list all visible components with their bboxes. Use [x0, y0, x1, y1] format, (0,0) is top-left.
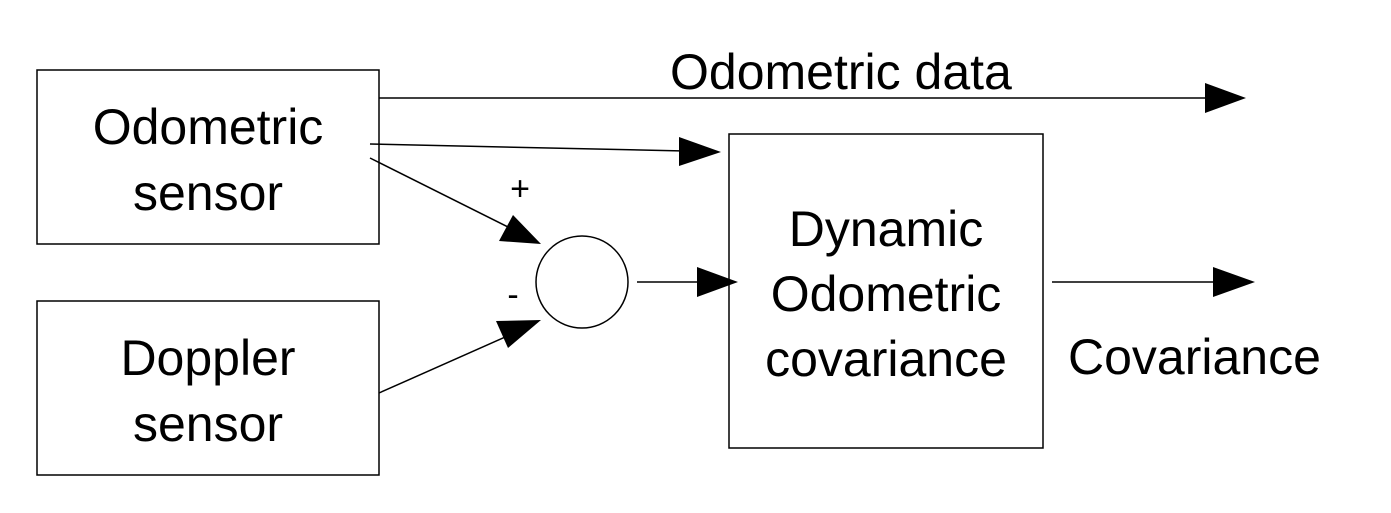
minus-sign: - [507, 276, 518, 314]
dynamic-covariance-block: Dynamic Odometric covariance [728, 133, 1044, 449]
doppler-to-junction-arrow [378, 320, 541, 394]
odometric-sensor-block: Odometric sensor [36, 69, 380, 245]
odometric-sensor-label-line1: Odometric [93, 99, 324, 155]
junction-to-covariance-arrow [637, 267, 738, 297]
junction-to-covariance-arrowhead [697, 267, 738, 297]
covariance-label: Covariance [1068, 329, 1321, 385]
covariance-output-arrowhead [1213, 267, 1255, 297]
odometric-sensor-label-line2: sensor [133, 165, 283, 221]
dynamic-covariance-label-line1: Dynamic [789, 201, 983, 257]
doppler-sensor-label-line2: sensor [133, 396, 283, 452]
doppler-sensor-label-line1: Doppler [120, 330, 295, 386]
odometric-data-arrowhead [1205, 83, 1246, 113]
doppler-sensor-block: Doppler sensor [36, 300, 380, 476]
covariance-output-arrow [1052, 267, 1255, 297]
odometric-to-junction-arrow [369, 157, 541, 244]
odometric-data-arrow [379, 83, 1246, 113]
dynamic-covariance-label-line2: Odometric [771, 266, 1002, 322]
summing-junction: + - [507, 170, 629, 329]
dynamic-covariance-label-line3: covariance [765, 331, 1007, 387]
odometric-sensor-box [36, 69, 380, 245]
odometric-to-covariance-arrowhead [679, 137, 721, 166]
odometric-data-label: Odometric data [670, 44, 1012, 100]
odometric-to-covariance-arrow [369, 137, 721, 166]
odometric-to-junction-arrowhead [499, 215, 541, 244]
summing-junction-circle [535, 235, 629, 329]
doppler-to-junction-arrowhead [496, 320, 541, 348]
doppler-sensor-box [36, 300, 380, 476]
plus-sign: + [510, 170, 530, 208]
dynamic-covariance-box [728, 133, 1044, 449]
